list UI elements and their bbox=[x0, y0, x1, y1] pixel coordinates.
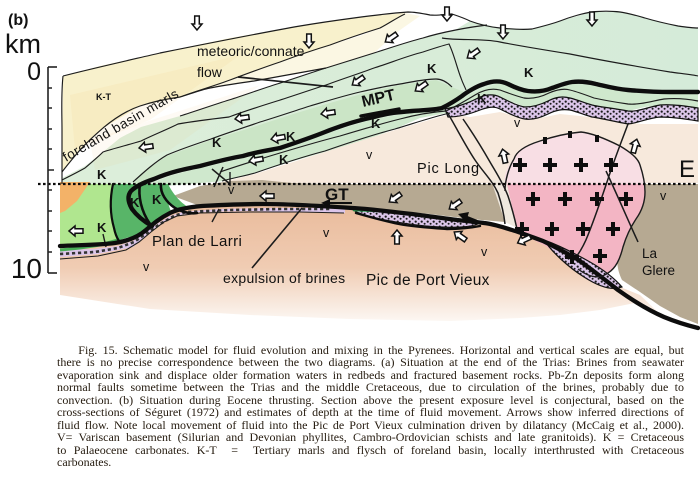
svg-text:v: v bbox=[143, 260, 150, 274]
svg-text:v: v bbox=[228, 183, 235, 197]
svg-text:K: K bbox=[286, 129, 296, 144]
svg-text:K: K bbox=[524, 65, 534, 80]
svg-text:K: K bbox=[279, 152, 289, 167]
svg-text:expulsion of brines: expulsion of brines bbox=[223, 270, 345, 286]
svg-text:K: K bbox=[97, 167, 107, 182]
svg-text:Pic de Port Vieux: Pic de Port Vieux bbox=[366, 272, 490, 289]
svg-text:flow: flow bbox=[197, 64, 223, 80]
svg-text:GT: GT bbox=[325, 185, 349, 204]
svg-text:K: K bbox=[130, 195, 140, 210]
svg-text:v: v bbox=[323, 226, 330, 240]
svg-text:E: E bbox=[679, 156, 695, 183]
svg-text:Glere: Glere bbox=[642, 263, 675, 278]
svg-text:v: v bbox=[660, 189, 667, 203]
svg-text:K-T: K-T bbox=[96, 92, 111, 102]
svg-text:v: v bbox=[514, 116, 521, 130]
svg-text:K: K bbox=[371, 116, 381, 131]
svg-text:km: km bbox=[5, 29, 41, 59]
svg-text:meteoric/connate: meteoric/connate bbox=[197, 43, 305, 59]
svg-text:Pic Long: Pic Long bbox=[417, 161, 480, 177]
svg-text:v: v bbox=[366, 148, 373, 162]
svg-text:Plan de Larri: Plan de Larri bbox=[152, 233, 242, 250]
svg-text:K: K bbox=[212, 135, 222, 150]
svg-text:La: La bbox=[642, 246, 658, 261]
svg-text:0: 0 bbox=[27, 58, 41, 86]
svg-text:(b): (b) bbox=[8, 12, 28, 29]
svg-text:v: v bbox=[481, 245, 488, 259]
svg-text:K: K bbox=[427, 61, 437, 76]
svg-text:K: K bbox=[152, 192, 162, 207]
svg-text:K: K bbox=[477, 91, 487, 106]
svg-text:K: K bbox=[97, 220, 107, 235]
svg-text:10: 10 bbox=[11, 253, 42, 284]
